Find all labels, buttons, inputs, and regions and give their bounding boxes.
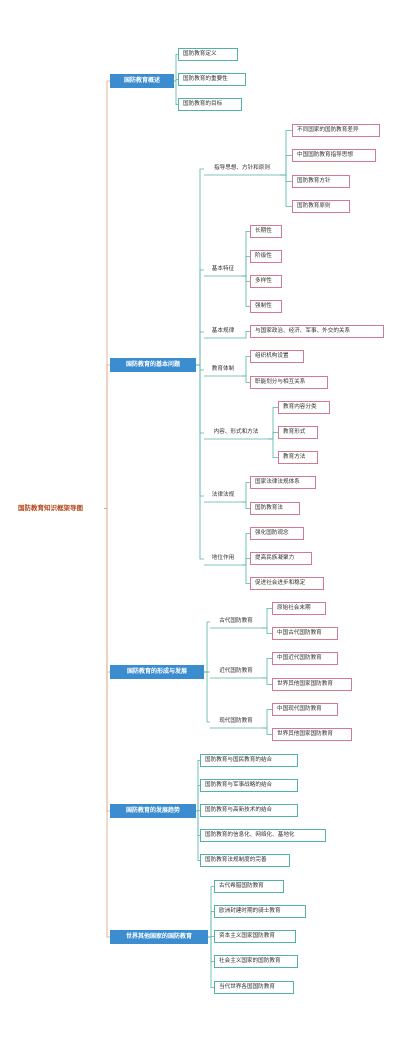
leaf-definition[interactable]: 国防教育定义 xyxy=(178,48,238,61)
sub-content-forms-methods[interactable]: 内容、形式和方法 xyxy=(213,429,259,436)
leaf-national-defense-education-law[interactable]: 国防教育法 xyxy=(250,502,300,515)
leaf-regulation-improvement[interactable]: 国防教育法规制度的完善 xyxy=(200,854,290,867)
connector-line xyxy=(242,356,250,377)
connector-line xyxy=(242,564,250,584)
leaf-importance[interactable]: 国防教育的重要性 xyxy=(178,73,246,86)
leaf-china-ancient[interactable]: 中国古代国防教育 xyxy=(272,627,338,640)
leaf-informatization-networking[interactable]: 国防教育的信息化、网络化、基地化 xyxy=(200,829,326,842)
leaf-education-forms[interactable]: 教育形式 xyxy=(278,426,318,439)
connector-line xyxy=(262,627,272,634)
leaf-world-contemporary[interactable]: 世界其他国家国防教育 xyxy=(272,728,352,741)
leaf-education-policy[interactable]: 国防教育方针 xyxy=(292,175,350,188)
leaf-national-legal-system[interactable]: 国家法律法规体系 xyxy=(250,476,316,489)
connector-line xyxy=(204,621,210,673)
leaf-function-division[interactable]: 职能划分与相互关系 xyxy=(250,376,328,389)
connector-line xyxy=(104,508,110,938)
leaf-organization-setup[interactable]: 组织机构设置 xyxy=(250,350,304,363)
leaf-relations-politics-economy[interactable]: 与国家政治、经济、军事、外交的关系 xyxy=(250,325,384,338)
connector-line xyxy=(268,432,278,440)
leaf-social-progress-stability[interactable]: 促进社会进步和稳定 xyxy=(250,577,324,590)
leaf-country-differences[interactable]: 不同国家的国防教育差异 xyxy=(292,124,380,137)
sub-modern-education[interactable]: 近代国防教育 xyxy=(219,668,253,675)
connector-line xyxy=(242,256,250,277)
sub-basic-laws[interactable]: 基本规律 xyxy=(211,328,235,335)
leaf-class-nature[interactable]: 阶级性 xyxy=(250,250,282,263)
connector-line xyxy=(242,501,250,509)
leaf-socialist-countries[interactable]: 社会主义国家的国防教育 xyxy=(214,955,298,968)
leaf-high-tech-integration[interactable]: 国防教育与高新技术的结合 xyxy=(200,804,298,817)
connector-line xyxy=(208,936,214,988)
leaf-compulsory[interactable]: 强制性 xyxy=(250,300,282,313)
leaf-european-knights[interactable]: 欧洲封建时期的骑士教育 xyxy=(214,905,306,918)
connector-line xyxy=(280,155,292,176)
connector-line xyxy=(242,558,250,566)
leaf-content-classification[interactable]: 教育内容分类 xyxy=(278,401,330,414)
connector-line xyxy=(262,658,272,679)
branch-basic-issues[interactable]: 国防教育的基本问题 xyxy=(110,358,196,372)
connector-line xyxy=(242,331,250,339)
leaf-education-principles[interactable]: 国防教育原则 xyxy=(292,200,350,213)
leaf-capitalist-countries[interactable]: 资本主义国家国防教育 xyxy=(214,930,296,943)
connector-line xyxy=(204,671,210,723)
leaf-world-modern[interactable]: 世界其他国家国防教育 xyxy=(272,678,352,691)
leaf-national-education-integration[interactable]: 国防教育与国民教育的结合 xyxy=(200,754,298,767)
connector-line xyxy=(196,331,204,366)
leaf-long-term[interactable]: 长期性 xyxy=(250,225,282,238)
branch-formation-development[interactable]: 国防教育的形成与发展 xyxy=(110,665,204,679)
connector-line xyxy=(262,709,272,729)
connector-line xyxy=(196,810,200,861)
leaf-china-guiding-thought[interactable]: 中国国防教育指导思想 xyxy=(292,149,376,162)
connector-line xyxy=(242,482,250,503)
sub-guiding-principles[interactable]: 指导思想、方针和原则 xyxy=(214,165,270,172)
leaf-education-methods[interactable]: 教育方法 xyxy=(278,451,318,464)
connector-line xyxy=(196,364,204,560)
connector-line xyxy=(262,727,272,735)
connector-line xyxy=(262,677,272,685)
leaf-diversity[interactable]: 多样性 xyxy=(250,275,282,288)
leaf-military-strategy-integration[interactable]: 国防教育与军事战略的结合 xyxy=(200,779,298,792)
leaf-contemporary-world[interactable]: 当代世界各国国防教育 xyxy=(214,981,294,994)
connector-line xyxy=(174,80,178,105)
connector-line xyxy=(242,375,250,383)
connector-line xyxy=(242,275,250,307)
leaf-goals[interactable]: 国防教育的目标 xyxy=(178,98,242,111)
leaf-china-modern[interactable]: 中国近代国防教育 xyxy=(272,652,338,665)
connector-line xyxy=(104,364,110,509)
leaf-ancient-greece[interactable]: 古代希腊国防教育 xyxy=(214,880,284,893)
leaf-strengthen-awareness[interactable]: 强化国防观念 xyxy=(250,527,304,540)
leaf-primitive-society[interactable]: 原始社会末期 xyxy=(272,602,326,615)
connector-line xyxy=(262,608,272,629)
connector-line xyxy=(268,438,278,458)
branch-other-countries[interactable]: 世界其他国家的国防教育 xyxy=(110,930,208,944)
sub-laws-regulations[interactable]: 法律法规 xyxy=(211,492,235,499)
connector-line xyxy=(280,174,292,207)
sub-education-system[interactable]: 教育体制 xyxy=(211,366,235,373)
sub-status-role[interactable]: 地位作用 xyxy=(211,555,235,562)
branch-development-trends[interactable]: 国防教育的发展趋势 xyxy=(110,804,196,818)
sub-basic-features[interactable]: 基本特征 xyxy=(211,266,235,273)
leaf-national-cohesion[interactable]: 提高民族凝聚力 xyxy=(250,552,312,565)
branch-overview[interactable]: 国防教育概述 xyxy=(110,74,174,88)
sub-ancient-education[interactable]: 古代国防教育 xyxy=(219,618,253,625)
root-topic[interactable]: 国防教育知识框架导图 xyxy=(18,503,104,514)
sub-contemporary-education[interactable]: 现代国防教育 xyxy=(219,718,253,725)
leaf-china-contemporary[interactable]: 中国现代国防教育 xyxy=(272,703,338,716)
